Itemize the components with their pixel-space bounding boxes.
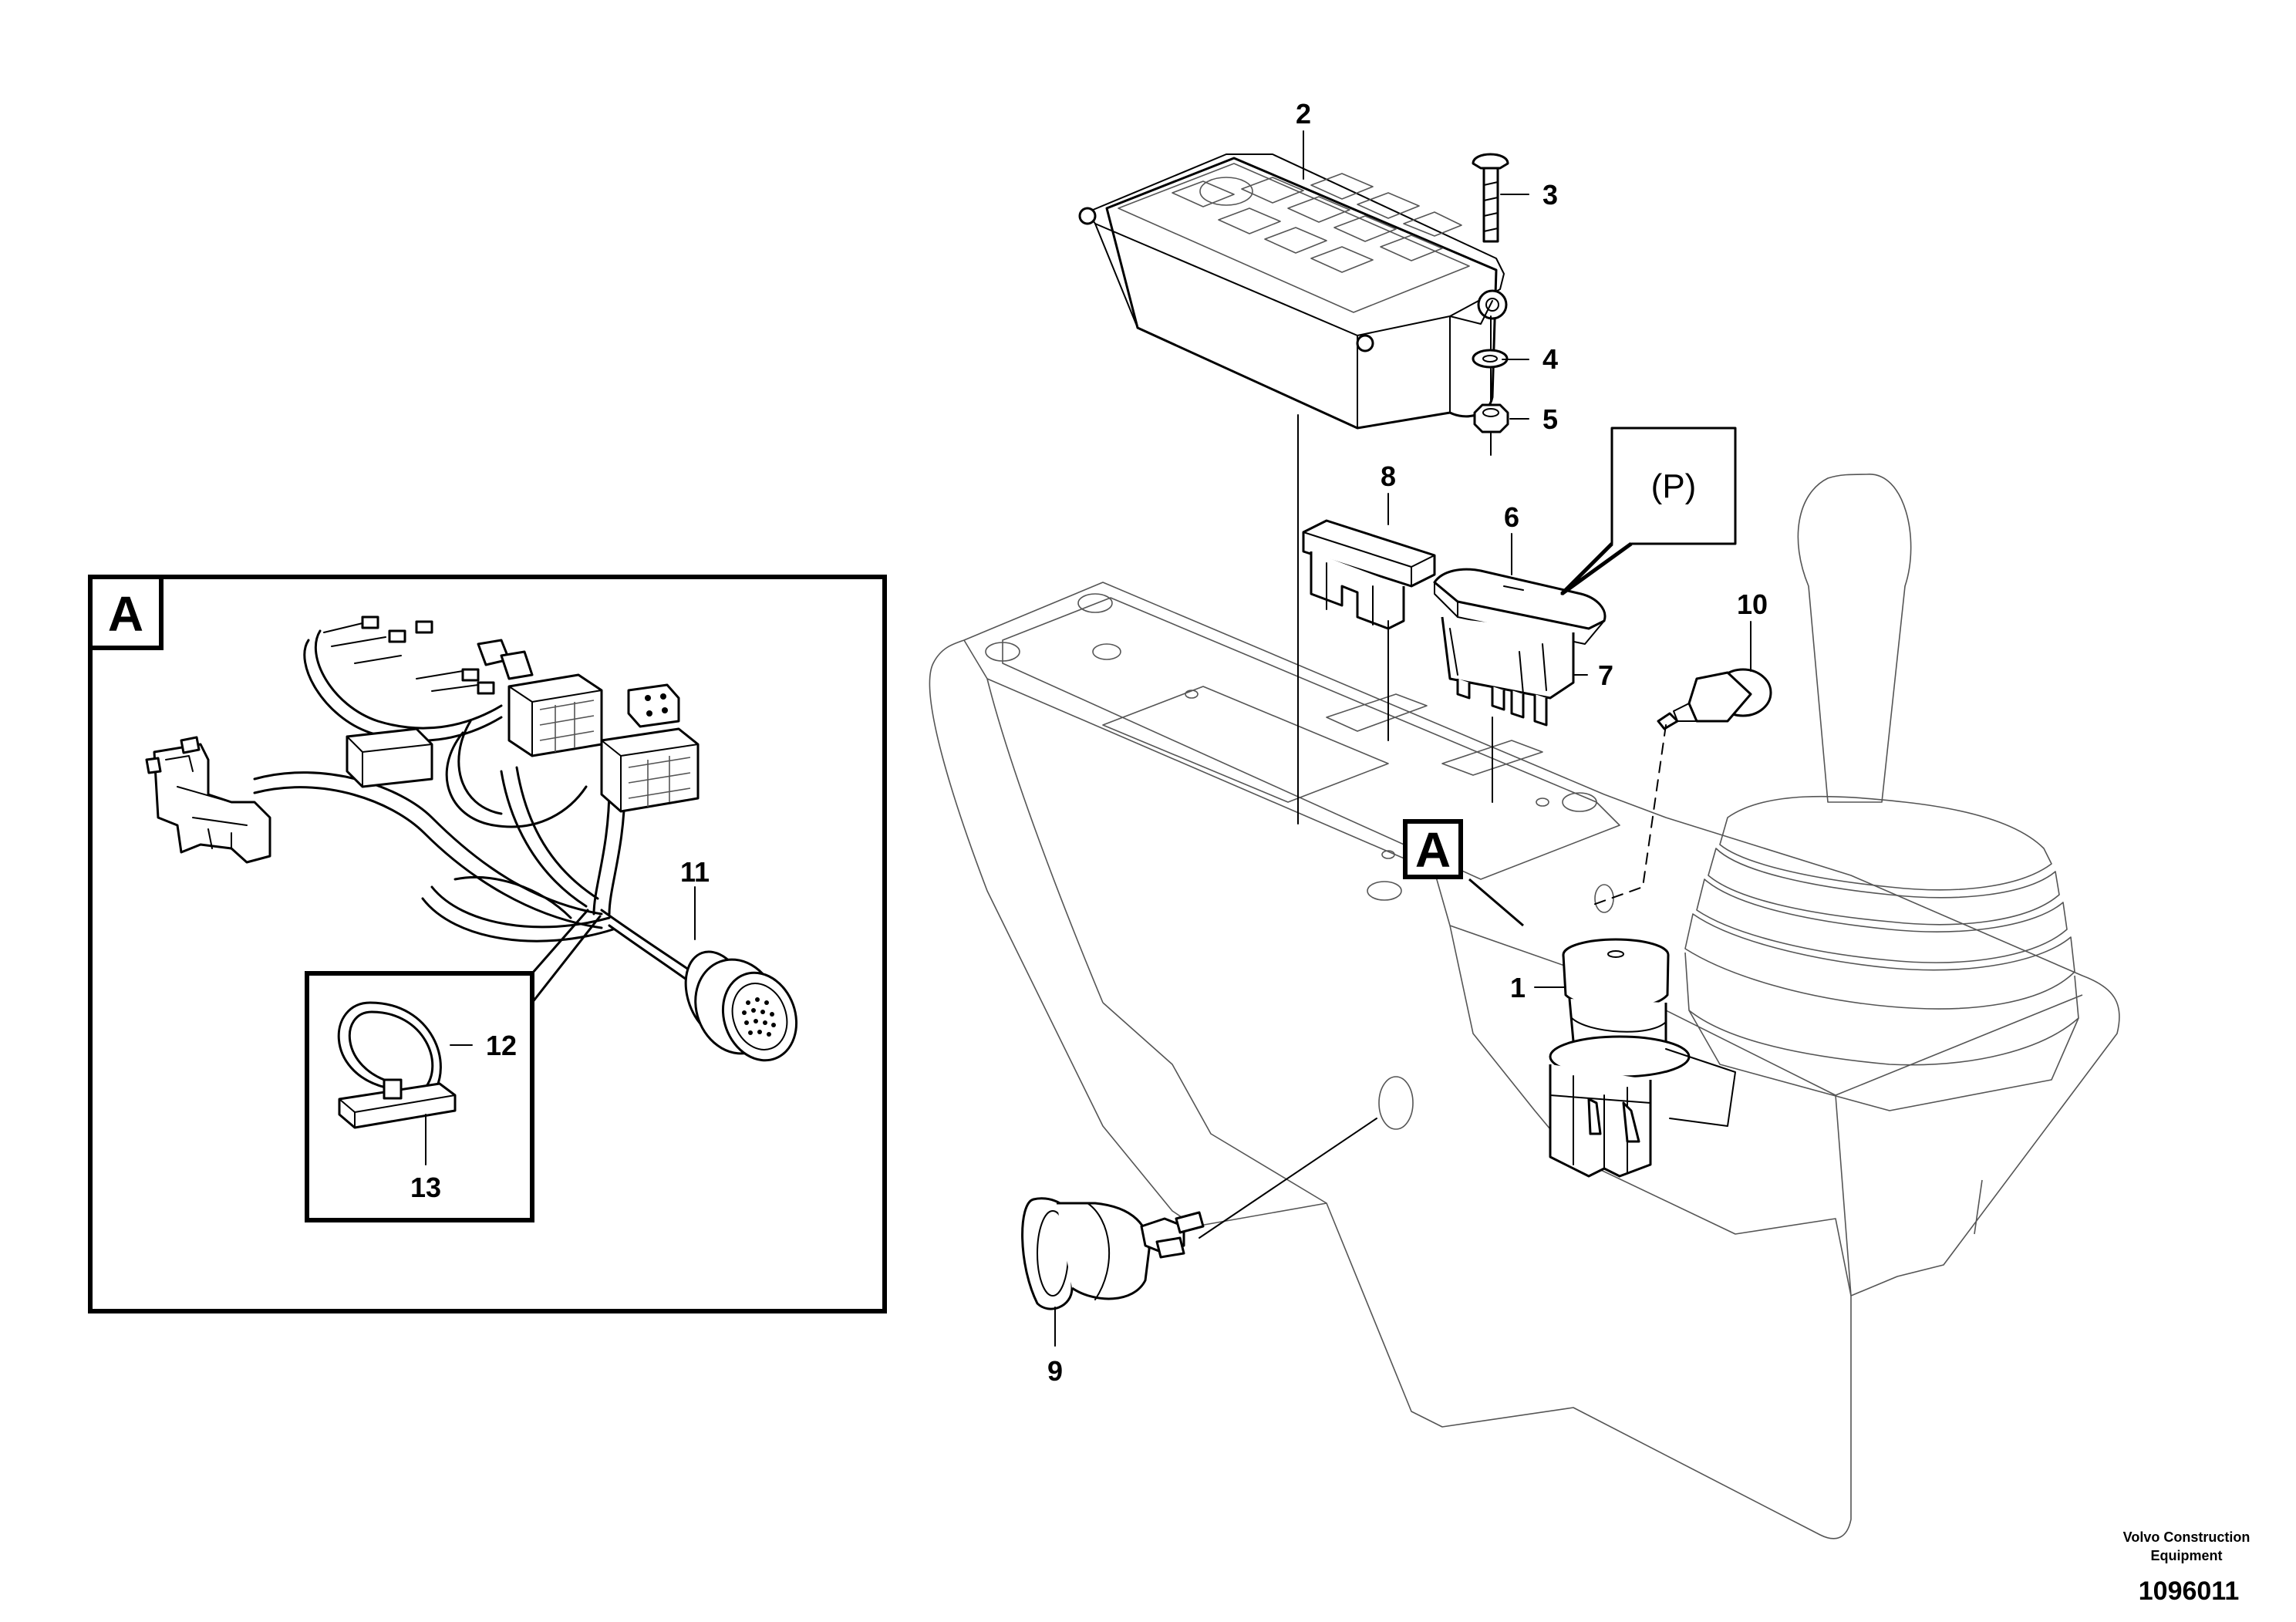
part-4-washer xyxy=(1472,349,1509,369)
cable-tie-inset xyxy=(305,971,534,1222)
callout-1: 1 xyxy=(1510,972,1526,1003)
parking-brake-symbol: (P) xyxy=(1651,467,1697,505)
part-8-switch-blank xyxy=(1302,519,1436,630)
operator-console xyxy=(929,582,2120,1539)
wiring-harness xyxy=(253,615,727,1008)
callout-8: 8 xyxy=(1381,460,1396,492)
company-line-2: Equipment xyxy=(2151,1548,2223,1563)
detail-marker-a: A xyxy=(1403,819,1524,927)
part-2-switch-panel xyxy=(1078,153,1508,430)
callout-3: 3 xyxy=(1542,179,1558,211)
callout-2: 2 xyxy=(1296,98,1311,130)
relay-connector-1 xyxy=(477,639,603,757)
callout-11: 11 xyxy=(680,856,710,888)
callout-10: 10 xyxy=(1737,588,1768,620)
detail-marker-letter: A xyxy=(1415,822,1451,878)
parking-symbol-callout: (P) xyxy=(1560,427,1737,596)
callout-9: 9 xyxy=(1047,1355,1063,1387)
part-1-pushbutton-switch xyxy=(1549,938,1691,1178)
cable-tie xyxy=(337,1001,457,1129)
assembly-lines xyxy=(1199,414,1736,1239)
part-5-nut xyxy=(1473,403,1509,433)
part-9-socket xyxy=(1021,1197,1205,1310)
callout-numbers: 2 3 4 5 8 6 7 10 1 9 11 12 13 xyxy=(410,98,1768,1387)
callout-6: 6 xyxy=(1504,501,1519,533)
round-connector xyxy=(684,950,798,1062)
part-6-rocker-switch xyxy=(1433,568,1607,645)
callout-leaders xyxy=(425,130,1752,1347)
detail-view-letter: A xyxy=(108,586,143,642)
part-7-switch-frame xyxy=(1441,616,1575,727)
callout-5: 5 xyxy=(1542,403,1558,435)
callout-13: 13 xyxy=(410,1172,441,1203)
company-line-1: Volvo Construction xyxy=(2123,1529,2250,1545)
callout-4: 4 xyxy=(1542,343,1558,375)
detail-view-a: A xyxy=(88,575,887,1313)
part-10-indicator xyxy=(1657,668,1772,730)
footer: Volvo Construction Equipment 1096011 xyxy=(2123,1529,2250,1606)
callout-12: 12 xyxy=(486,1030,517,1061)
callout-7: 7 xyxy=(1598,659,1613,691)
relay-connector-2 xyxy=(600,683,700,813)
document-number: 1096011 xyxy=(2139,1576,2240,1606)
joystick xyxy=(1684,474,2079,1111)
inline-connector xyxy=(346,727,433,788)
bracket-connector xyxy=(145,736,271,864)
part-3-screw xyxy=(1472,153,1509,243)
